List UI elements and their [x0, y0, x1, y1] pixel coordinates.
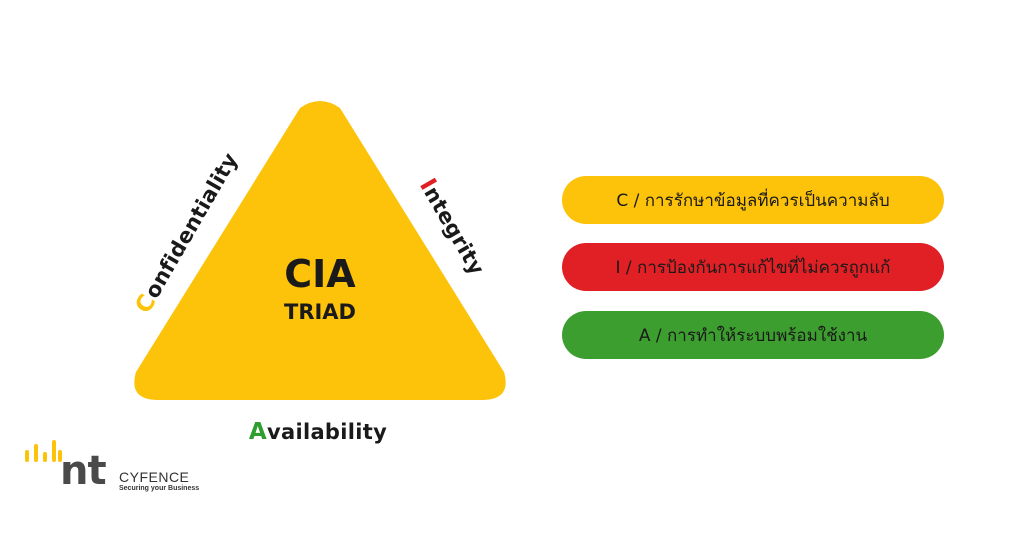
- availability-label: Availability: [249, 419, 387, 445]
- diagram-title: CIA: [284, 252, 356, 296]
- triangle-shape: [134, 101, 506, 400]
- logo-bar: [34, 444, 38, 462]
- signal-bars-icon: [25, 440, 62, 462]
- logo-bar: [25, 450, 29, 462]
- availability-initial: A: [248, 419, 268, 445]
- company-logo: nt CYFENCE Securing your Business: [24, 438, 204, 498]
- logo-bar: [58, 450, 62, 462]
- logo-bar: [52, 440, 56, 462]
- logo-bar: [43, 452, 47, 462]
- diagram-subtitle: TRIAD: [284, 300, 356, 324]
- legend-item-availability: A / การทำให้ระบบพร้อมใช้งาน: [562, 311, 944, 359]
- logo-tagline: Securing your Business: [119, 485, 200, 492]
- legend-item-integrity: I / การป้องกันการแก้ไขที่ไม่ควรถูกแก้: [562, 243, 944, 291]
- legend-item-confidentiality: C / การรักษาข้อมูลที่ควรเป็นความลับ: [562, 176, 944, 224]
- availability-rest: vailability: [267, 420, 388, 444]
- logo-mark: nt: [60, 448, 107, 494]
- logo-brand: CYFENCE: [119, 469, 190, 485]
